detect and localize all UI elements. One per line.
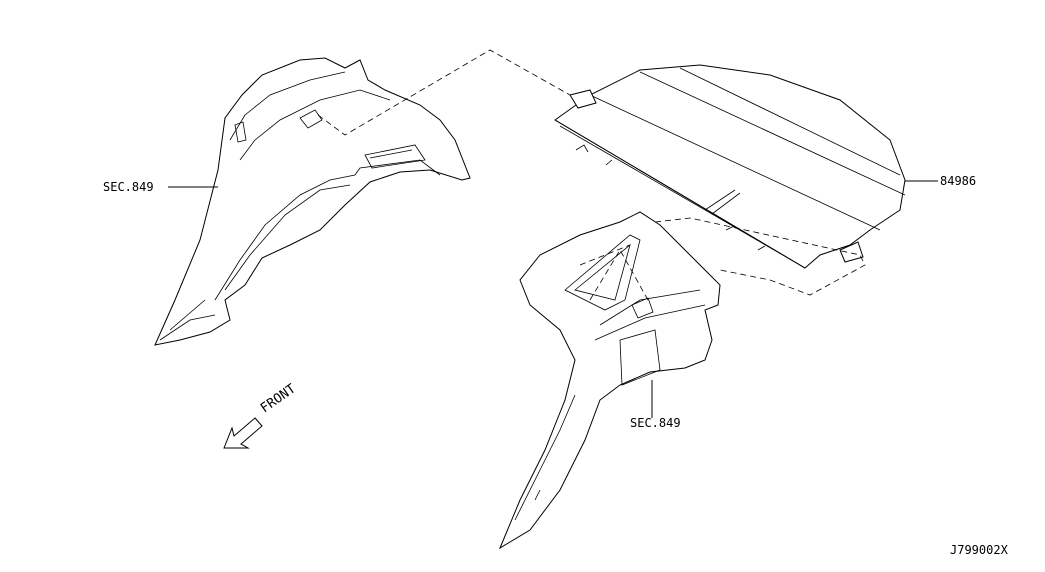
- right-panel-reference-label: SEC.849: [630, 416, 681, 430]
- left-quarter-trim-panel: [154, 57, 471, 346]
- front-arrow-icon: [223, 417, 263, 449]
- tonneau-cover-part-number: 84986: [940, 174, 977, 188]
- diagram-code: J799002X: [950, 543, 1008, 557]
- tonneau-cover: [554, 64, 906, 269]
- right-quarter-trim-panel: [498, 211, 721, 550]
- left-panel-reference-label: SEC.849: [103, 180, 154, 194]
- assembly-lines: [317, 49, 866, 296]
